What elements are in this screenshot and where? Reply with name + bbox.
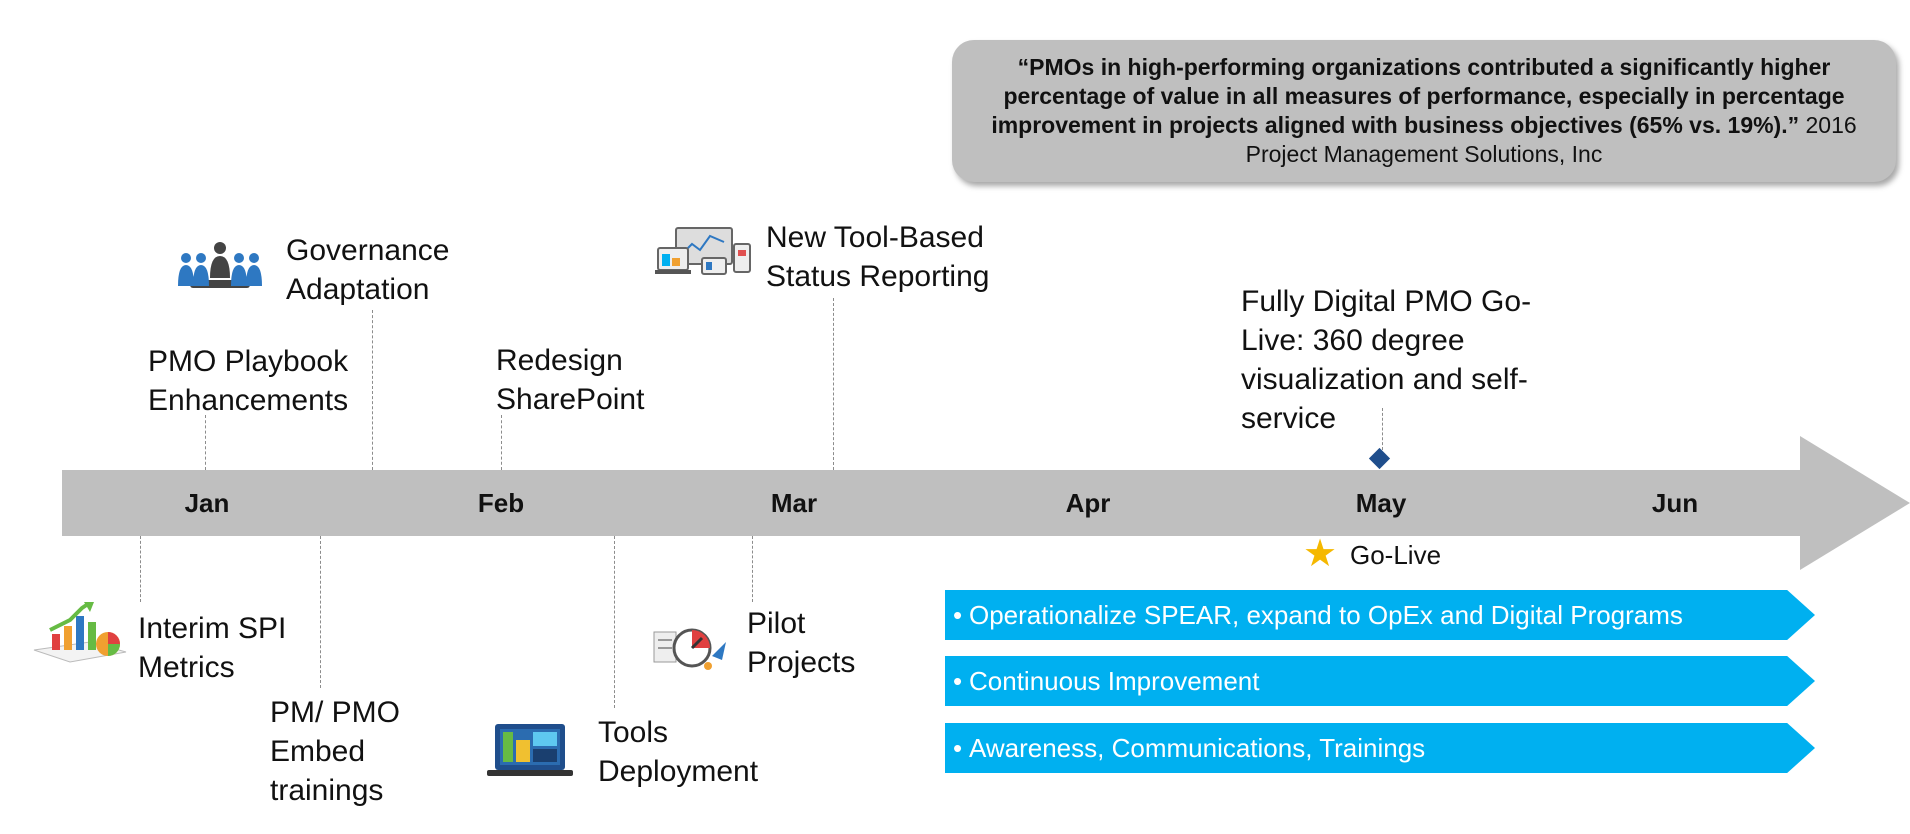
devices-dashboard-icon — [655, 227, 751, 275]
star-icon: ★ — [1303, 533, 1338, 575]
golive-label: Go-Live — [1350, 540, 1442, 570]
month-mar: Mar — [770, 488, 818, 518]
month-may: May — [1355, 488, 1407, 518]
quote-text: “PMOs in high-performing organizations c… — [972, 53, 1876, 169]
quote-bold: “PMOs in high-performing organizations c… — [991, 54, 1845, 138]
connector-status-reporting — [833, 298, 834, 470]
connector-digital-pmo — [1382, 408, 1383, 450]
meeting-people-icon — [178, 242, 262, 288]
workstream-band-continuous-improvement: Continuous Improvement — [945, 656, 1815, 706]
connector-playbook — [205, 415, 206, 470]
laptop-icon — [487, 724, 573, 776]
connector-governance — [372, 310, 373, 470]
month-jun: Jun — [1651, 488, 1699, 518]
connector-spi — [140, 536, 141, 602]
quote-year: 2016 — [1805, 112, 1857, 138]
workstream-band-operationalize: Operationalize SPEAR, expand to OpEx and… — [945, 590, 1815, 640]
month-jan: Jan — [184, 488, 230, 518]
golive-diamond-marker — [1368, 447, 1391, 470]
connector-pilot — [752, 536, 753, 602]
rocket-gauge-icon — [653, 628, 726, 670]
timeline-bar — [62, 470, 1802, 536]
quote-box: “PMOs in high-performing organizations c… — [952, 40, 1896, 182]
timeline-arrow-head — [1800, 436, 1910, 570]
month-feb: Feb — [477, 488, 525, 518]
month-apr: Apr — [1065, 488, 1111, 518]
charts-growth-icon — [33, 602, 127, 663]
connector-sharepoint — [501, 415, 502, 470]
quote-source: Project Management Solutions, Inc — [1245, 141, 1603, 167]
connector-trainings — [320, 536, 321, 688]
connector-tools — [614, 536, 615, 708]
workstream-band-awareness: Awareness, Communications, Trainings — [945, 723, 1815, 773]
